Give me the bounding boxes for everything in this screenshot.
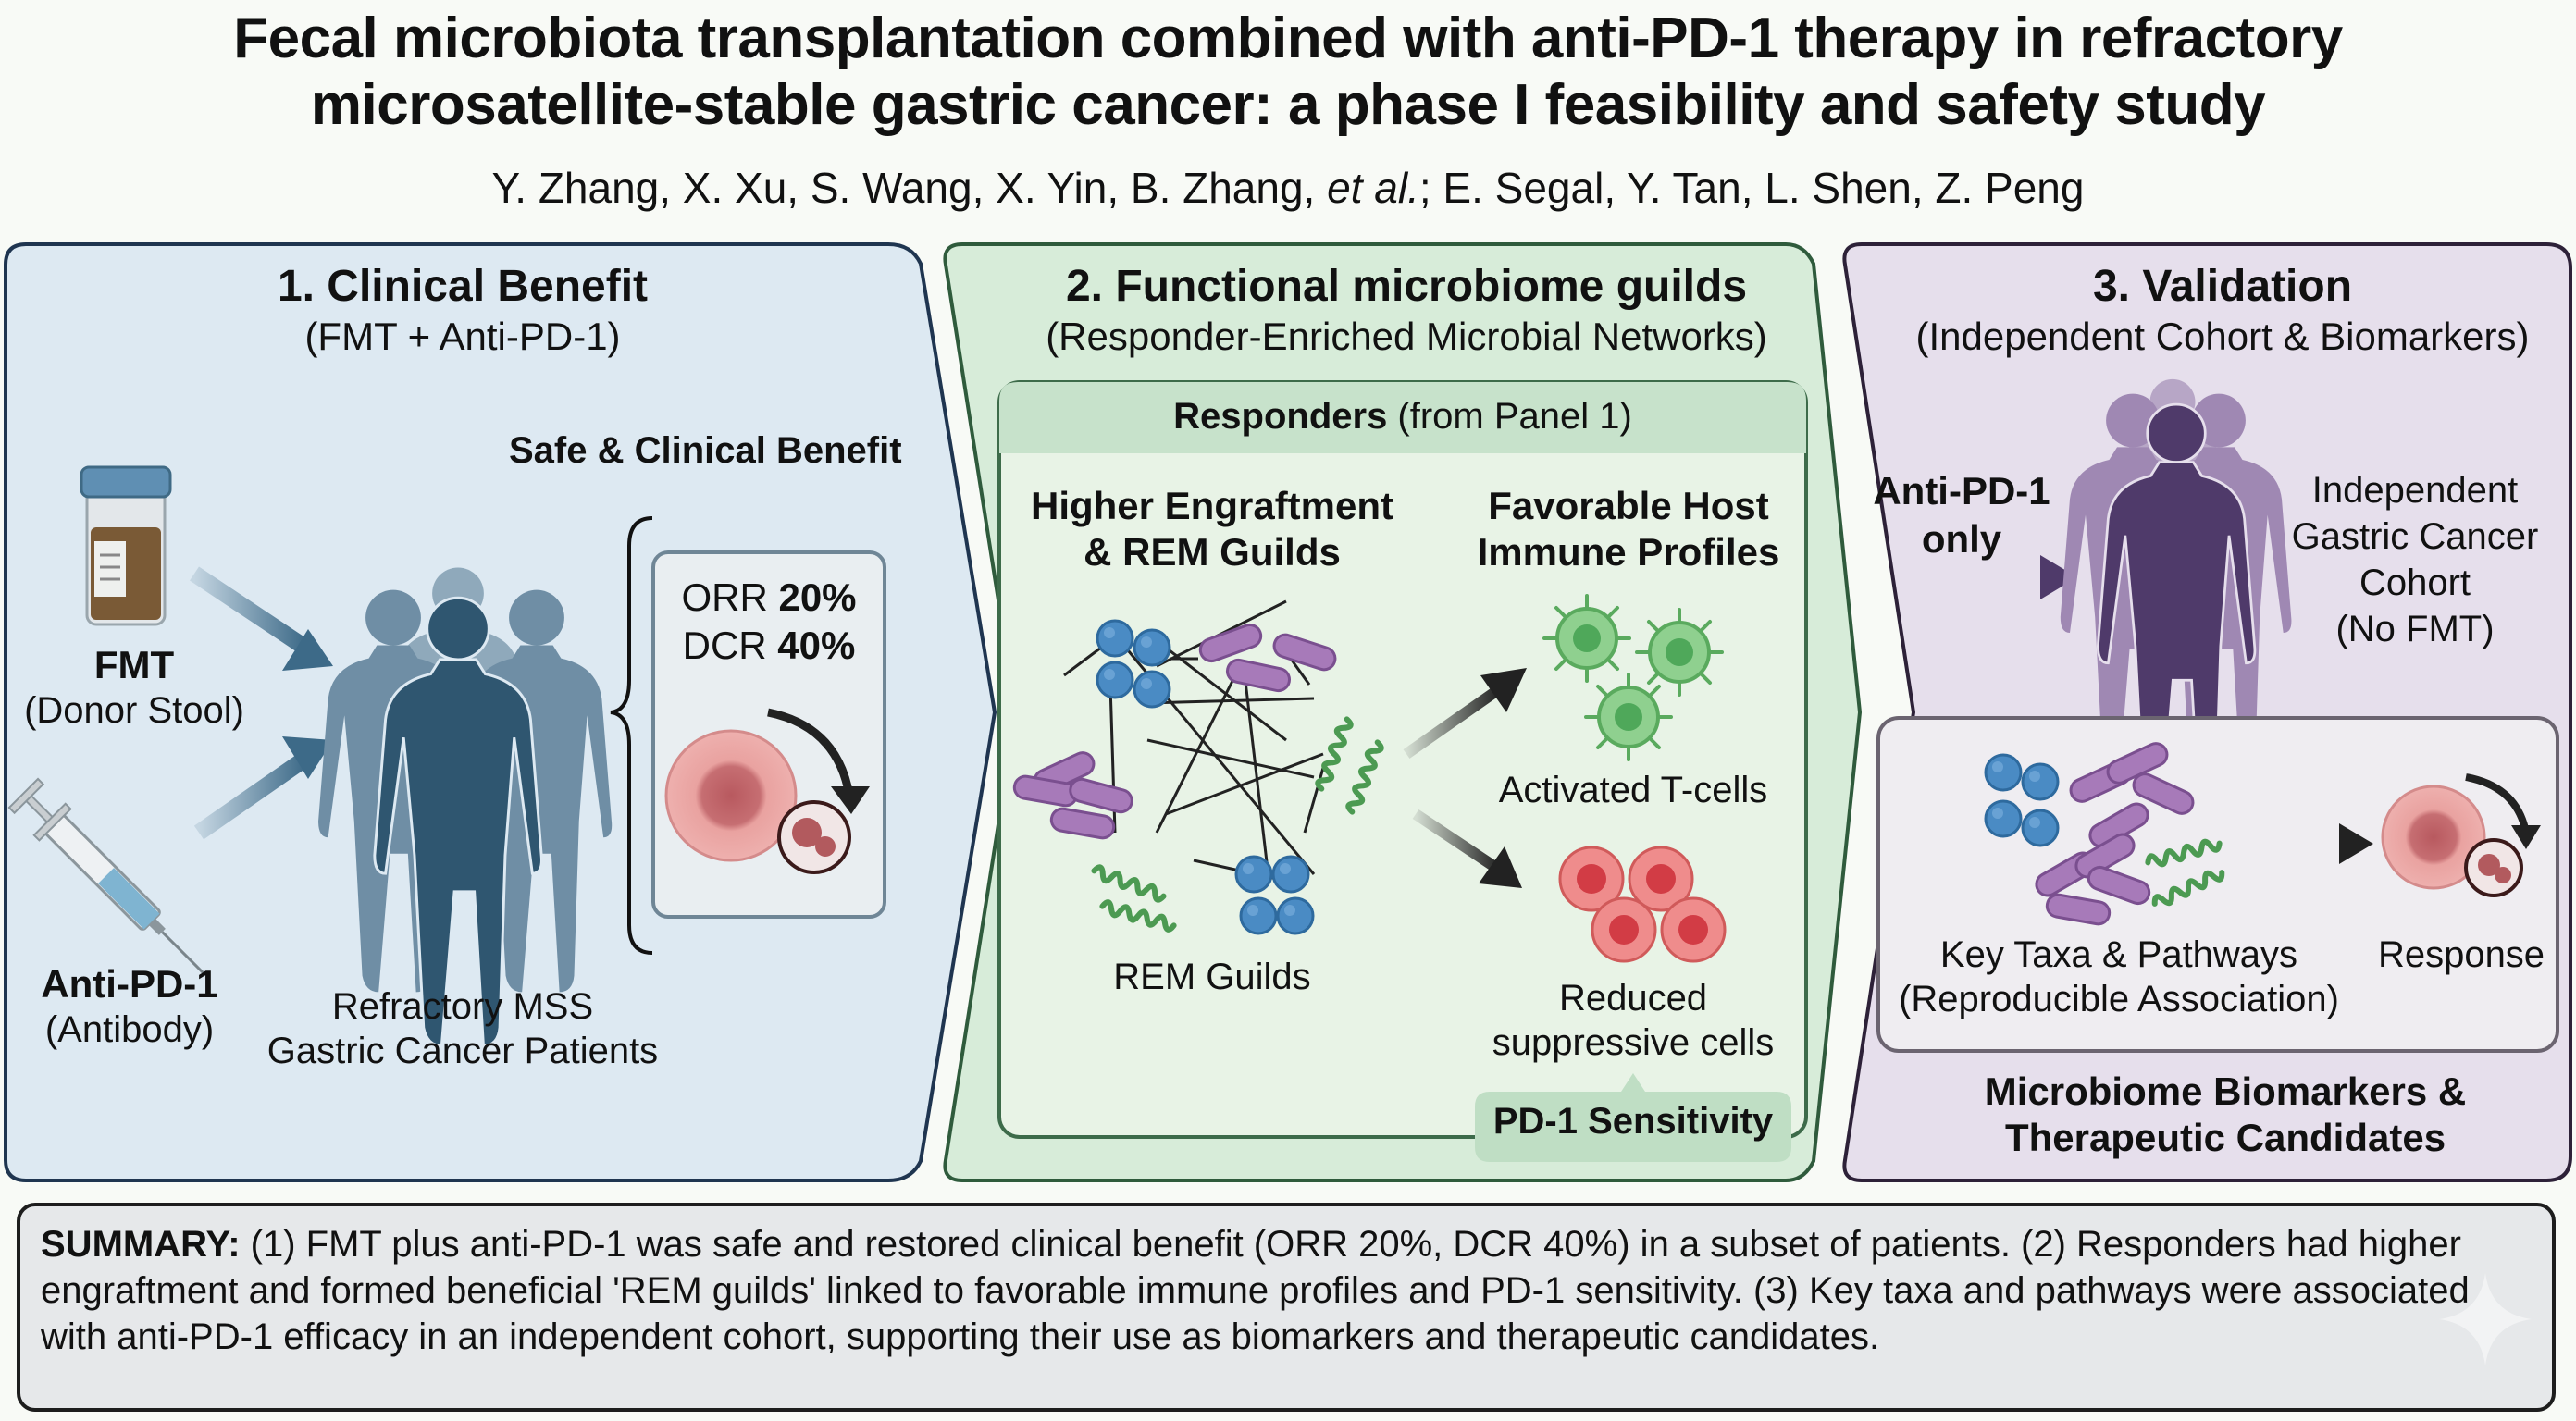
cohort-label: Independent Gastric Cancer Cohort (No FM… <box>2276 467 2554 652</box>
engraftment-line-2: & REM Guilds <box>1084 530 1341 574</box>
taxa-line-2: (Reproducible Association) <box>1899 979 2339 1019</box>
patients-line-1: Refractory MSS <box>331 986 594 1027</box>
stool-sample-jar-icon <box>80 465 172 626</box>
orr-stat: ORR 20% <box>653 574 885 622</box>
fmt-title: FMT <box>93 643 175 686</box>
summary-box: SUMMARY: (1) FMT plus anti-PD-1 was safe… <box>17 1203 2556 1412</box>
biomarkers-footer: Microbiome Biomarkers &Therapeutic Candi… <box>1888 1069 2563 1161</box>
antibody-label: Anti-PD-1(Antibody) <box>19 962 241 1052</box>
suppressive-cell-icon <box>1558 846 1727 963</box>
patients-line-2: Gastric Cancer Patients <box>266 1031 659 1071</box>
footer-line-2: Therapeutic Candidates <box>2004 1116 2446 1159</box>
summary-text: (1) FMT plus anti-PD-1 was safe and rest… <box>41 1224 2470 1357</box>
t-cell-icon <box>1542 594 1724 761</box>
microbial-network-icon <box>1010 599 1382 935</box>
paper-title-line-1: Fecal microbiota transplantation combine… <box>233 6 2343 70</box>
footer-line-1: Microbiome Biomarkers & <box>1984 1069 2467 1113</box>
response-label: Response <box>2377 934 2545 975</box>
curly-brace <box>610 516 653 955</box>
treatment-line-1: Anti-PD-1 <box>1873 469 2050 513</box>
author-list: Y. Zhang, X. Xu, S. Wang, X. Yin, B. Zha… <box>0 163 2576 213</box>
engraftment-heading: Higher Engraftment& REM Guilds <box>1009 483 1416 575</box>
responders-rest: (from Panel 1) <box>1387 396 1632 437</box>
antibody-subtitle: (Antibody) <box>44 1009 215 1050</box>
taxa-label: Key Taxa & Pathways(Reproducible Associa… <box>1888 933 2350 1021</box>
cohort-line-4: (No FMT) <box>2335 609 2495 649</box>
outcome-stats: ORR 20% DCR 40% <box>653 574 885 670</box>
sparkle-icon <box>2439 1273 2532 1365</box>
authors-first: Y. Zhang, X. Xu, S. Wang, X. Yin, B. Zha… <box>491 164 1328 212</box>
immune-line-2: Immune Profiles <box>1477 530 1780 574</box>
suppressive-line-2: suppressive cells <box>1492 1022 1775 1063</box>
tcells-label: Activated T-cells <box>1498 770 1768 810</box>
dcr-stat: DCR 40% <box>653 622 885 670</box>
panel-1-title: 1. Clinical Benefit <box>277 262 649 311</box>
tumor-response-icon <box>2381 773 2541 897</box>
panel-3-subtitle: (Independent Cohort & Biomarkers) <box>1915 315 2530 358</box>
panel-2-title: 2. Functional microbiome guilds <box>1065 262 1748 311</box>
tumor-shrinkage-icon <box>664 708 870 874</box>
treatment-line-2: only <box>1921 517 2002 561</box>
summary-lead: SUMMARY: <box>41 1224 241 1265</box>
orr-value: 20% <box>778 575 857 619</box>
rem-guilds-label: REM Guilds <box>1113 957 1311 997</box>
responders-header: Responders (from Panel 1) <box>999 396 1806 438</box>
pd1-sensitivity-badge: PD-1 Sensitivity <box>1492 1101 1774 1142</box>
dcr-label: DCR <box>682 624 767 667</box>
panel-3-title: 3. Validation <box>2092 262 2353 311</box>
antibody-title: Anti-PD-1 <box>41 962 218 1006</box>
responders-bold: Responders <box>1173 396 1388 437</box>
syringe-icon <box>7 777 207 977</box>
outcome-heading: Safe & Clinical Benefit <box>509 430 902 471</box>
biomarker-box <box>1876 716 2559 1053</box>
arrow-to-suppressive <box>1412 809 1503 874</box>
paper-title-line-2: microsatellite-stable gastric cancer: a … <box>310 73 2266 137</box>
fmt-label: FMT(Donor Stool) <box>0 643 268 733</box>
taxa-line-1: Key Taxa & Pathways <box>1939 934 2298 975</box>
authors-last: ; E. Segal, Y. Tan, L. Shen, Z. Peng <box>1418 164 2085 212</box>
immune-line-1: Favorable Host <box>1488 484 1769 527</box>
arrow-to-tcells <box>1403 685 1503 759</box>
fmt-subtitle: (Donor Stool) <box>24 690 244 731</box>
cohort-line-3: Cohort <box>2359 562 2471 603</box>
suppressive-line-1: Reduced <box>1558 978 1708 1019</box>
dcr-value: 40% <box>777 624 856 667</box>
sensitivity-badge-bg <box>1475 1073 1791 1162</box>
cohort-line-2: Gastric Cancer <box>2291 516 2539 557</box>
authors-etal: et al. <box>1327 164 1419 212</box>
panel-2-subtitle: (Responder-Enriched Microbial Networks) <box>1046 315 1767 358</box>
arrow-fmt-to-patients <box>190 566 310 655</box>
panel-1-subtitle: (FMT + Anti-PD-1) <box>304 315 621 358</box>
arrow-antibody-to-patients <box>193 751 311 840</box>
engraftment-line-1: Higher Engraftment <box>1030 484 1394 527</box>
panel-artwork <box>4 242 2572 1182</box>
orr-label: ORR <box>681 575 768 619</box>
cohort-line-1: Independent <box>2311 470 2519 511</box>
